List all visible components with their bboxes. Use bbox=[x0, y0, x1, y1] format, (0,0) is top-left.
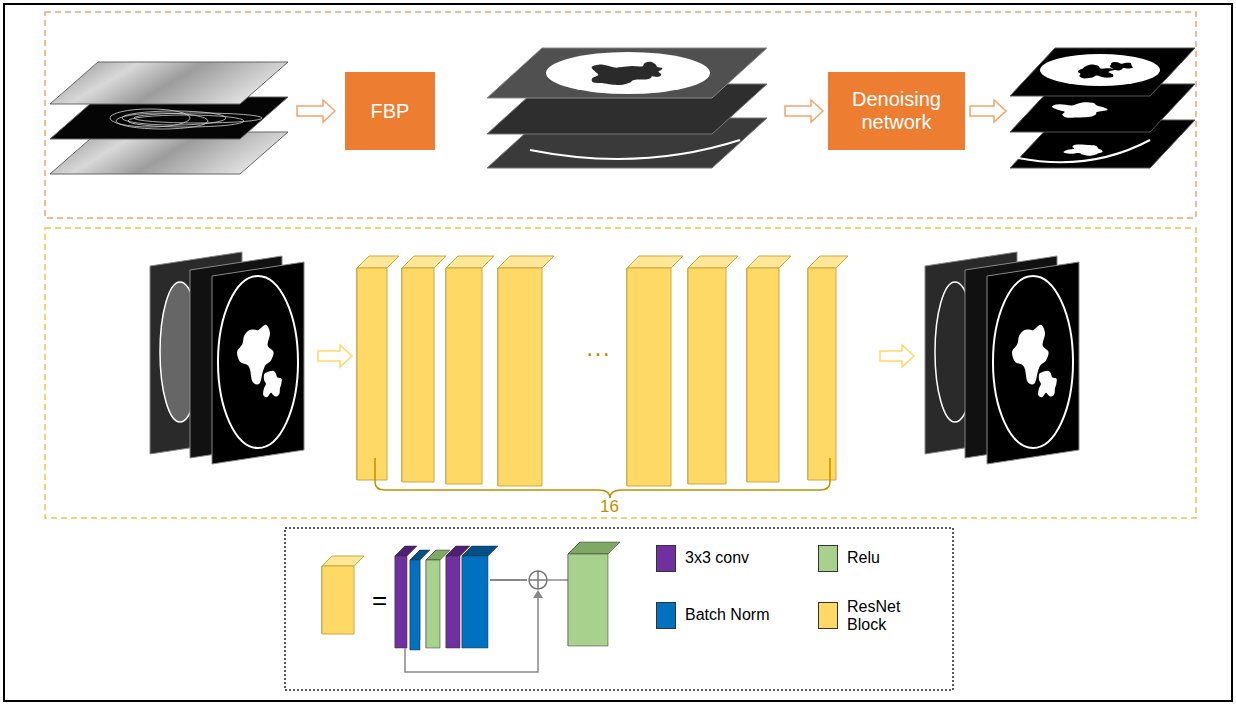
layer-slab-top bbox=[462, 546, 498, 556]
block-wire bbox=[547, 579, 568, 581]
image-blob bbox=[263, 371, 282, 398]
layer-slab-front bbox=[446, 556, 460, 648]
repeat-count: 16 bbox=[600, 497, 619, 517]
resnet-block-top bbox=[402, 256, 446, 268]
sinogram-curve bbox=[134, 113, 262, 123]
layer-slab-front bbox=[410, 560, 420, 650]
block-wire bbox=[490, 579, 527, 581]
outer-frame bbox=[4, 4, 1232, 701]
resnet-block-front bbox=[498, 268, 542, 486]
resnet-block-top bbox=[322, 556, 364, 566]
slice-ring bbox=[218, 276, 298, 448]
resnet-block-front bbox=[402, 268, 434, 482]
layer-slab-front bbox=[568, 554, 608, 646]
box-label: FBP bbox=[371, 100, 410, 123]
pipeline-frame bbox=[45, 12, 1196, 218]
image-blob bbox=[1038, 371, 1057, 398]
resnet-block-top bbox=[747, 256, 791, 268]
image-blob bbox=[1110, 62, 1133, 70]
resnet-block-top bbox=[688, 256, 738, 268]
flow-arrow bbox=[297, 100, 335, 122]
image-blob bbox=[1063, 144, 1102, 155]
legend-swatch bbox=[656, 602, 676, 629]
legend-swatch bbox=[818, 602, 838, 629]
resnet-block-top bbox=[627, 256, 683, 268]
layer-slab-front bbox=[395, 556, 407, 648]
resnet-block-front bbox=[627, 268, 671, 486]
skip-connection bbox=[405, 596, 538, 672]
legend-label: Batch Norm bbox=[685, 606, 769, 624]
flow-arrow bbox=[318, 345, 352, 367]
reconstruction-disk bbox=[546, 52, 710, 94]
box-label: Denoising network bbox=[834, 88, 959, 134]
denoised-disk bbox=[1040, 54, 1160, 86]
resnet-block-front bbox=[747, 268, 779, 482]
denoised-slice bbox=[1010, 48, 1195, 96]
image-blob bbox=[1052, 102, 1108, 118]
reconstruction-slice bbox=[487, 48, 767, 98]
reconstruction-ring bbox=[530, 140, 740, 159]
legend-swatch bbox=[818, 545, 838, 572]
resnet-block-front bbox=[357, 268, 387, 480]
legend-label: 3x3 conv bbox=[685, 549, 749, 567]
resnet-block-top bbox=[808, 256, 848, 268]
ellipsis: … bbox=[585, 332, 611, 363]
resnet-block-front bbox=[808, 268, 836, 480]
process-box: Denoising network bbox=[828, 72, 965, 150]
denoised-ring bbox=[1018, 140, 1150, 162]
resnet-block-top bbox=[498, 256, 554, 268]
flow-arrow bbox=[880, 345, 914, 367]
layer-slab-side bbox=[410, 550, 420, 650]
flow-arrow bbox=[785, 100, 823, 122]
legend-swatch bbox=[656, 545, 676, 572]
layer-slab-top bbox=[410, 550, 430, 560]
equals-sign: = bbox=[372, 585, 387, 616]
legend-label: ResNet Block bbox=[847, 598, 919, 635]
layer-slab-front bbox=[426, 560, 440, 648]
slice-ring bbox=[993, 276, 1073, 448]
flow-arrow bbox=[970, 100, 1006, 122]
skip-arrowhead bbox=[533, 590, 543, 598]
block-detail-frame bbox=[285, 528, 953, 690]
repeat-bracket bbox=[375, 458, 830, 498]
image-slice bbox=[212, 262, 304, 464]
image-blob bbox=[629, 62, 662, 77]
sum-symbol bbox=[529, 571, 547, 589]
resnet-block-front bbox=[446, 268, 482, 484]
process-box: FBP bbox=[345, 72, 435, 150]
resnet-block-top bbox=[446, 256, 494, 268]
resnet-block-front bbox=[322, 566, 354, 634]
resnet-block-front bbox=[688, 268, 726, 484]
sinogram-slice bbox=[50, 62, 288, 104]
resnet-block-top bbox=[357, 256, 399, 268]
legend-label: Relu bbox=[847, 549, 880, 567]
layer-slab-top bbox=[395, 546, 417, 556]
layer-slab-front bbox=[462, 556, 488, 648]
sum-symbol bbox=[529, 571, 547, 589]
layer-slab-top bbox=[568, 542, 620, 554]
image-slice bbox=[987, 262, 1079, 464]
network-frame bbox=[45, 228, 1196, 518]
